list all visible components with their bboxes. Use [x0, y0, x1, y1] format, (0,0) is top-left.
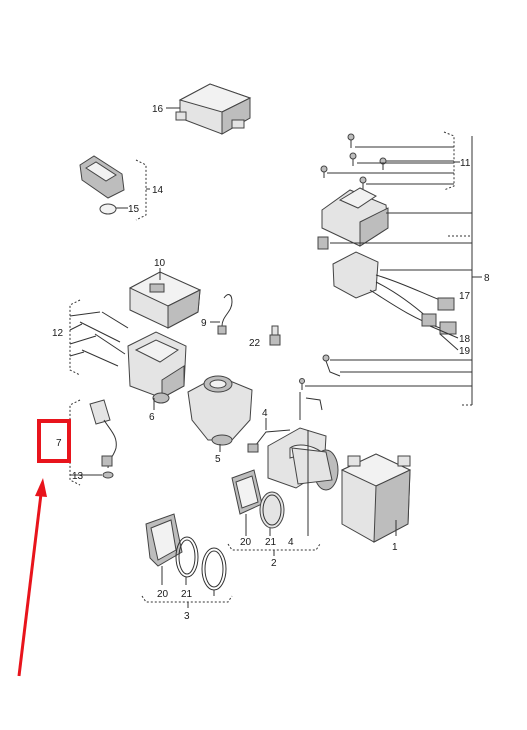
gasket-20-upper[interactable]: [231, 469, 263, 515]
glow-plug-part[interactable]: [247, 429, 291, 453]
callout-4: 4: [262, 408, 268, 419]
callout-2: 2: [271, 558, 277, 569]
bolt-set-8[interactable]: [299, 354, 341, 390]
combustion-chamber-part[interactable]: [267, 392, 339, 491]
sensor-part[interactable]: [217, 294, 233, 335]
callout-21-lower: 21: [181, 589, 193, 600]
callout-16: 16: [152, 104, 164, 115]
temperature-sensor-part[interactable]: [89, 399, 117, 469]
callout-15: 15: [128, 204, 140, 215]
bolt-set-12[interactable]: [79, 311, 129, 367]
callout-18: 18: [459, 334, 471, 345]
highlight-box: [37, 419, 71, 463]
callout-10: 10: [154, 258, 166, 269]
callout-9: 9: [201, 318, 207, 329]
control-unit-part[interactable]: [175, 83, 252, 135]
burner-housing-part[interactable]: [187, 375, 253, 446]
callout-3: 3: [184, 611, 190, 622]
remote-control-part[interactable]: [79, 155, 125, 199]
washer-part-13[interactable]: [102, 471, 114, 479]
callout-7: 7: [56, 438, 62, 449]
callout-6: 6: [149, 412, 155, 423]
callout-8: 8: [484, 273, 490, 284]
seal-ring-21-upper[interactable]: [259, 491, 285, 529]
wiring-harness-part[interactable]: [332, 251, 457, 335]
highlight-arrow: [17, 478, 47, 677]
callout-5: 5: [215, 454, 221, 465]
battery-part[interactable]: [99, 203, 117, 215]
callout-14: 14: [152, 185, 164, 196]
callout-12: 12: [52, 328, 64, 339]
callout-20-lower: 20: [157, 589, 169, 600]
housing-part[interactable]: [127, 331, 187, 404]
callout-13: 13: [72, 471, 84, 482]
callout-1: 1: [392, 542, 398, 553]
callout-19: 19: [459, 346, 471, 357]
screw-set-11[interactable]: [320, 133, 387, 189]
callout-21-upper: 21: [265, 537, 277, 548]
callout-22: 22: [249, 338, 261, 349]
heat-exchanger-part[interactable]: [340, 453, 412, 543]
callout-4-lower: 4: [288, 537, 294, 548]
seal-ring-lower-b[interactable]: [201, 547, 227, 591]
fitting-part-22[interactable]: [269, 325, 281, 346]
cover-part[interactable]: [128, 271, 202, 329]
seal-ring-21-lower[interactable]: [175, 536, 199, 578]
callout-20-upper: 20: [240, 537, 252, 548]
callout-11: 11: [460, 158, 471, 169]
bracket-part[interactable]: [321, 187, 389, 247]
callout-17: 17: [459, 291, 471, 302]
gasket-20-lower[interactable]: [145, 513, 183, 567]
clip-part[interactable]: [317, 236, 329, 250]
